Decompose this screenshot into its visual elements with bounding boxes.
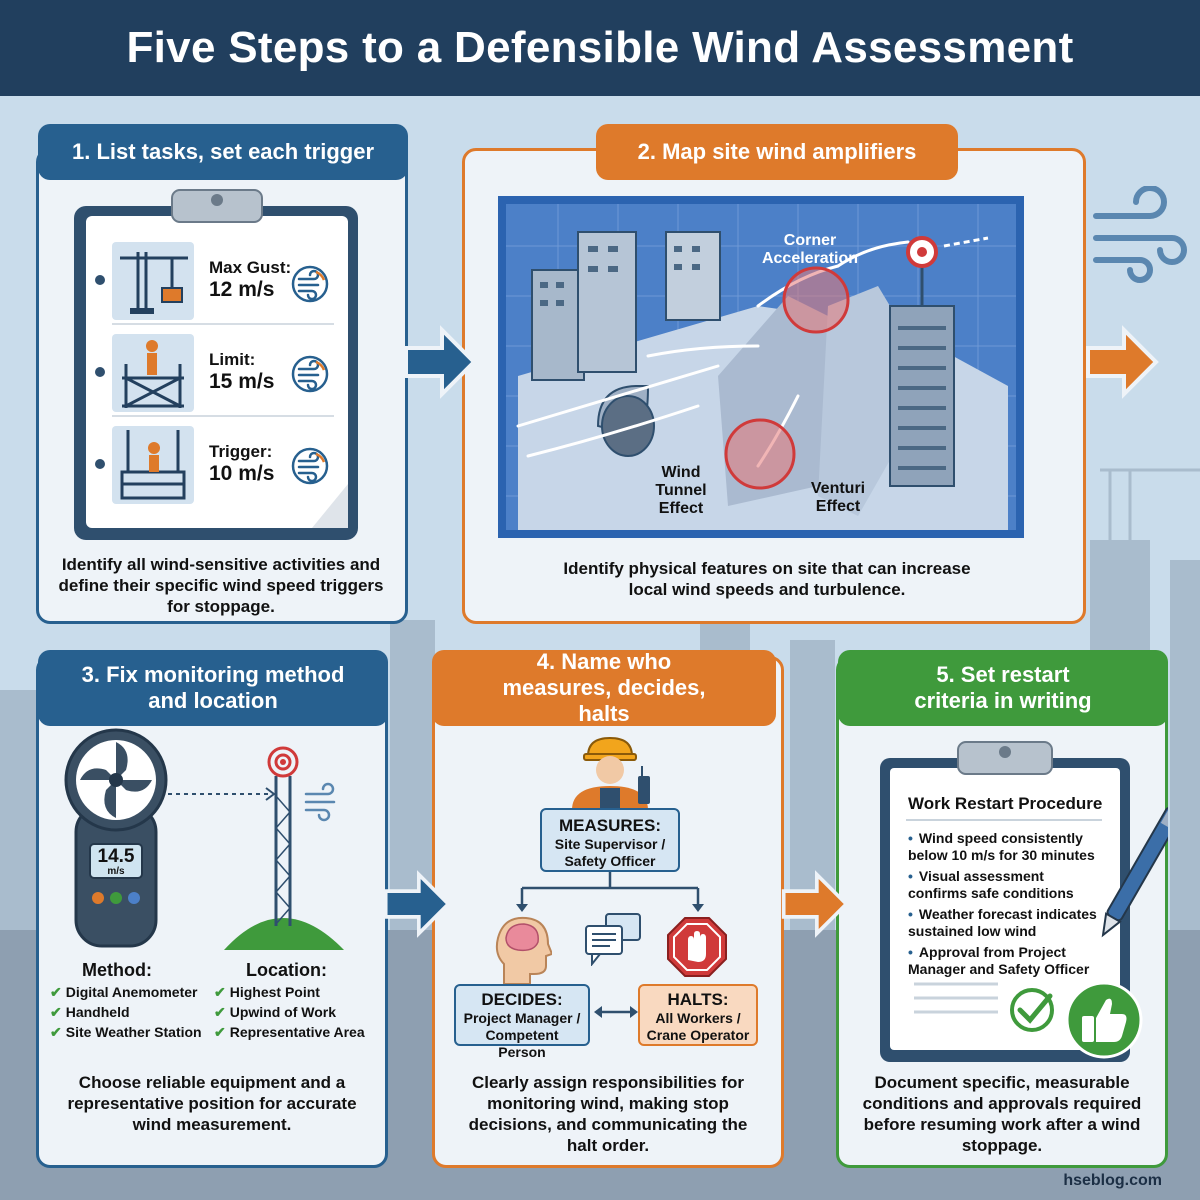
step3-description: Choose reliable equipment and a represen… xyxy=(67,1073,357,1134)
halts-box: HALTS: All Workers / Crane Operator xyxy=(638,984,758,1046)
arrow-right-icon xyxy=(383,870,451,938)
step3-heading: 3. Fix monitoring method and location xyxy=(38,650,388,726)
measures-who: Site Supervisor / Safety Officer xyxy=(554,836,666,869)
measures-box: MEASURES: Site Supervisor / Safety Offic… xyxy=(540,808,680,872)
task-2-label: Limit: xyxy=(209,350,256,369)
corner-acceleration-label: Corner Acceleration xyxy=(761,232,859,267)
checkmark-icon: ✔ xyxy=(214,984,226,1000)
site-wind-map-illustration xyxy=(498,196,1024,538)
restart-criterion: •Visual assessment confirms safe conditi… xyxy=(908,868,1074,901)
arrow-right-icon xyxy=(781,870,849,938)
anemometer-reading-unit: m/s xyxy=(107,866,125,877)
checkmark-icon: ✔ xyxy=(214,1024,226,1040)
task-1-label: Max Gust: xyxy=(209,258,292,277)
scaffold-worker-icon xyxy=(112,334,194,412)
header-bar: Five Steps to a Defensible Wind Assessme… xyxy=(0,0,1200,96)
arrow-right-icon xyxy=(1086,325,1159,399)
step2-description: Identify physical features on site that … xyxy=(563,559,971,599)
decides-box: DECIDES: Project Manager / Competent Per… xyxy=(454,984,590,1060)
step4-heading: 4. Name who measures, decides, halts xyxy=(432,649,776,726)
decides-who: Project Manager / Competent Person xyxy=(463,1010,581,1060)
wind-speed-icon xyxy=(291,355,329,393)
halts-who: All Workers / Crane Operator xyxy=(646,1010,750,1043)
double-arrow-icon xyxy=(594,1006,638,1018)
footer-site-credit: hseblog.com xyxy=(1063,1172,1162,1189)
method-item: ✔Handheld xyxy=(50,1004,130,1020)
restart-criterion: •Approval from Project Manager and Safet… xyxy=(908,944,1090,977)
checkmark-icon: ✔ xyxy=(50,984,62,1000)
page-title: Five Steps to a Defensible Wind Assessme… xyxy=(126,23,1074,72)
decides-title: DECIDES: xyxy=(481,990,563,1009)
checkmark-icon: ✔ xyxy=(50,1004,62,1020)
flow-connector xyxy=(516,872,704,912)
step5-heading: 5. Set restart criteria in writing xyxy=(838,650,1168,726)
anemometer-icon xyxy=(64,728,168,948)
weather-station-mast-icon xyxy=(168,746,344,950)
step1-description: Identify all wind-sensitive activities a… xyxy=(58,555,384,616)
venturi-effect-label: Venturi Effect xyxy=(810,480,866,515)
method-title: Method: xyxy=(82,960,152,980)
restart-criterion: •Weather forecast indicates sustained lo… xyxy=(908,906,1097,939)
task-3-value: 10 m/s xyxy=(209,462,275,485)
restart-criterion: •Wind speed consistently below 10 m/s fo… xyxy=(908,830,1095,863)
worker-radio-icon xyxy=(572,736,650,810)
arrow-right-icon xyxy=(404,325,477,399)
stop-hand-icon xyxy=(667,917,727,977)
method-item: ✔Digital Anemometer xyxy=(50,984,198,1000)
checkmark-icon: ✔ xyxy=(50,1024,62,1040)
location-item: ✔Highest Point xyxy=(214,984,320,1000)
measures-title: MEASURES: xyxy=(558,816,661,835)
task-3-label: Trigger: xyxy=(209,442,273,461)
wind-tunnel-label: Wind Tunnel Effect xyxy=(655,464,707,517)
wind-speed-icon xyxy=(291,265,329,303)
step5-description: Document specific, measurable conditions… xyxy=(862,1073,1142,1155)
restart-doc-title: Work Restart Procedure xyxy=(908,794,1103,813)
halts-title: HALTS: xyxy=(667,990,729,1009)
task-2-value: 15 m/s xyxy=(209,370,275,393)
wind-gust-icon xyxy=(1093,186,1187,283)
lifting-platform-icon xyxy=(112,426,194,504)
checkmark-icon: ✔ xyxy=(214,1004,226,1020)
location-title: Location: xyxy=(246,960,327,980)
crane-icon xyxy=(112,242,194,320)
task-1-value: 12 m/s xyxy=(209,278,275,301)
brain-head-icon xyxy=(495,916,552,984)
location-item: ✔Upwind of Work xyxy=(214,1004,337,1020)
thumbs-up-icon xyxy=(1065,981,1143,1059)
method-item: ✔Site Weather Station xyxy=(50,1024,202,1040)
wind-speed-icon xyxy=(291,447,329,485)
restart-clipboard-illustration xyxy=(880,741,1168,1062)
step1-heading: 1. List tasks, set each trigger xyxy=(38,124,408,180)
anemometer-reading: 14.5 xyxy=(97,846,135,867)
chat-bubbles-icon xyxy=(585,913,641,966)
location-item: ✔Representative Area xyxy=(214,1024,365,1040)
step2-heading: 2. Map site wind amplifiers xyxy=(596,124,958,180)
step4-description: Clearly assign responsibilities for moni… xyxy=(468,1073,748,1155)
